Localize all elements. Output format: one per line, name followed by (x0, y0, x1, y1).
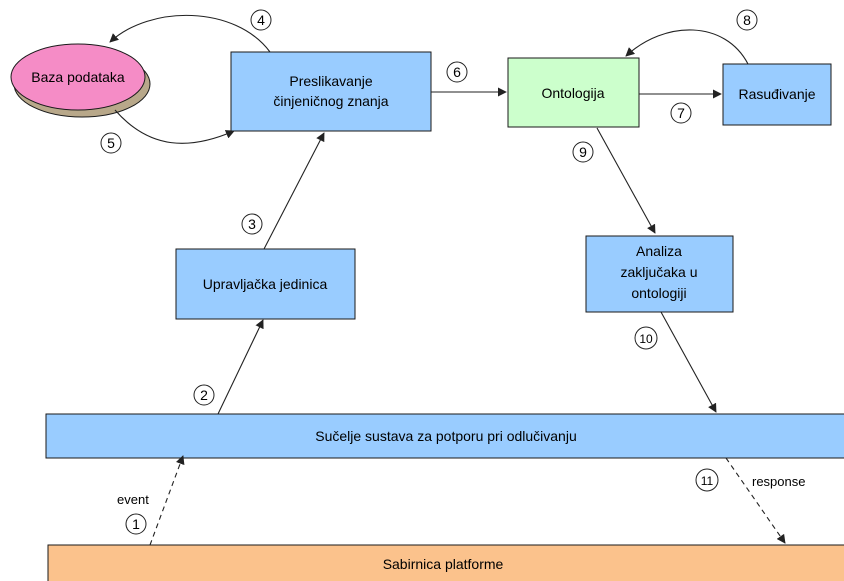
analysis-label-line3: ontologiji (631, 285, 686, 301)
event-label: event (117, 492, 149, 507)
step-6-number: 6 (453, 64, 461, 80)
database-node: Baza podataka (10, 43, 151, 118)
edge-10 (660, 311, 717, 413)
ontology-label: Ontologija (541, 85, 604, 101)
step-markers: 1 2 3 4 5 6 7 8 (100, 9, 758, 535)
reasoning-label: Rasuđivanje (738, 86, 815, 102)
analysis-node: Analiza zaključaka u ontologiji (585, 235, 734, 313)
step-1-marker: 1 (125, 513, 147, 535)
interface-bar (45, 413, 844, 459)
analysis-box (585, 235, 734, 313)
step-11-number: 11 (701, 474, 714, 488)
control-unit-box (175, 248, 356, 320)
mapping-box (230, 51, 432, 132)
ontology-node: Ontologija (507, 57, 640, 128)
step-9-number: 9 (579, 144, 587, 160)
edge-9 (596, 127, 656, 234)
step-3-marker: 3 (241, 213, 263, 235)
step-8-number: 8 (743, 12, 751, 28)
edge-8 (625, 29, 749, 65)
mapping-label-line2: činjeničnog znanja (273, 93, 388, 109)
step-7-marker: 7 (670, 102, 692, 124)
step-10-number: 10 (639, 332, 653, 346)
edge-5 (114, 109, 235, 144)
mapping-node: Preslikavanje činjeničnog znanja (230, 51, 432, 132)
interface-node: Sučelje sustava za potporu pri odlučivan… (45, 413, 844, 459)
control-unit-node: Upravljačka jedinica (175, 248, 356, 320)
interface-label: Sučelje sustava za potporu pri odlučivan… (315, 428, 577, 444)
step-4-number: 4 (257, 12, 265, 28)
step-10-marker: 10 (634, 326, 658, 350)
edge-1-event (149, 455, 185, 546)
step-5-number: 5 (107, 135, 115, 151)
step-11-marker: 11 (695, 468, 719, 492)
bus-label: Sabirnica platforme (383, 556, 504, 572)
analysis-label-line2: zaključaka u (620, 264, 697, 280)
step-7-number: 7 (677, 105, 685, 121)
database-ellipse (10, 43, 146, 111)
edge-2 (217, 319, 264, 415)
analysis-label-line1: Analiza (636, 243, 682, 259)
database-label: Baza podataka (31, 69, 125, 85)
edge-3 (263, 132, 325, 250)
bus-bar (47, 544, 844, 581)
bus-node: Sabirnica platforme (47, 544, 844, 581)
edge-4 (109, 14, 271, 53)
response-label: response (752, 474, 805, 489)
step-8-marker: 8 (736, 9, 758, 31)
step-2-marker: 2 (193, 384, 215, 406)
step-6-marker: 6 (446, 61, 468, 83)
edges (109, 14, 786, 546)
mapping-label-line1: Preslikavanje (289, 73, 372, 89)
step-9-marker: 9 (572, 141, 594, 163)
reasoning-box (722, 63, 832, 126)
reasoning-node: Rasuđivanje (722, 63, 832, 126)
step-2-number: 2 (200, 387, 208, 403)
edge-11-response (725, 457, 786, 544)
control-unit-label: Upravljačka jedinica (203, 276, 328, 292)
step-1-number: 1 (132, 516, 140, 532)
step-5-marker: 5 (100, 132, 122, 154)
step-3-number: 3 (248, 216, 256, 232)
step-4-marker: 4 (250, 9, 272, 31)
ontology-box (507, 57, 640, 128)
